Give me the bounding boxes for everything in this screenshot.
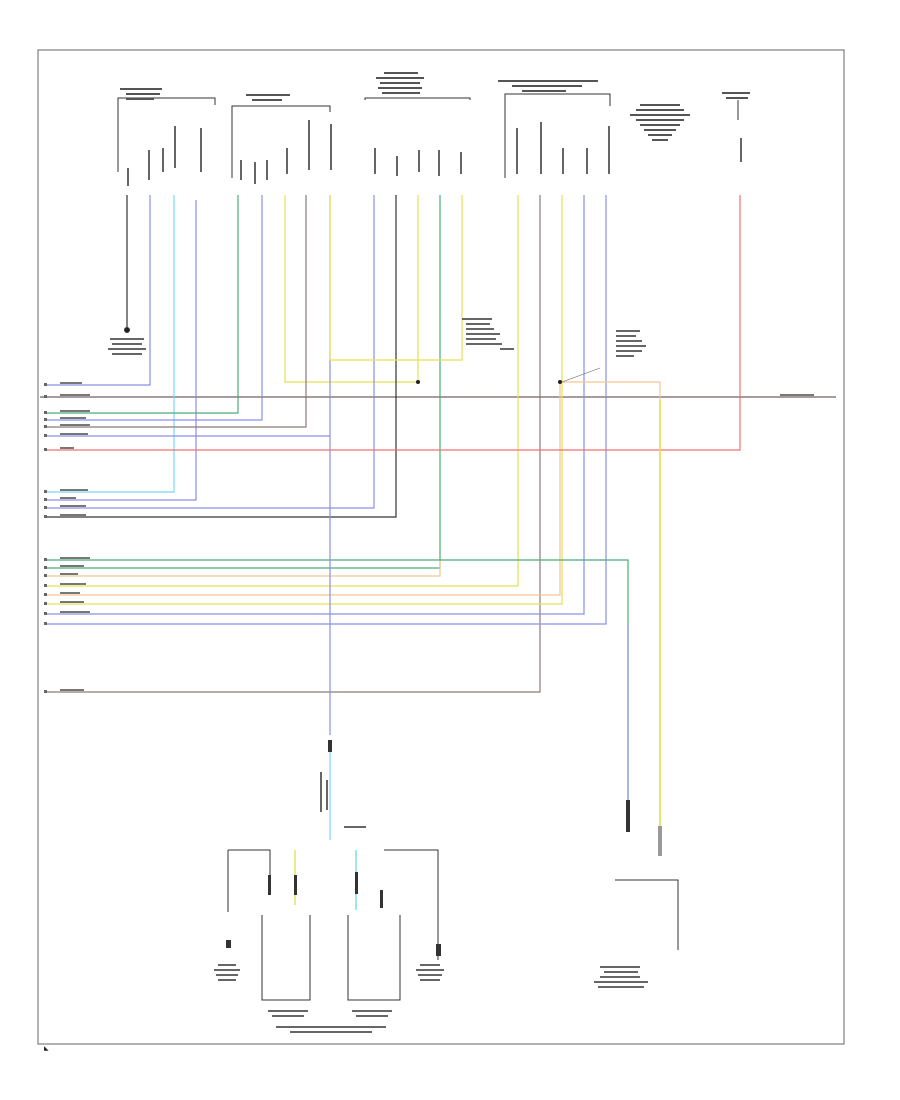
wire-traces [40, 195, 836, 840]
wire-yellow-1 [284, 195, 420, 383]
wire-blue-6 [44, 195, 585, 615]
wire-yellow-5 [44, 195, 563, 605]
wire-orange-2 [44, 381, 661, 830]
top-component-brackets [117, 93, 739, 178]
connector-pin-icon [226, 740, 441, 956]
bottom-text-marks [214, 772, 648, 1033]
wire-green-1 [44, 195, 239, 414]
diagram-frame [37, 49, 845, 1045]
left-terminal-ticks [44, 383, 47, 693]
wire-blue-3 [44, 195, 263, 421]
wire-orange-1 [44, 560, 441, 577]
wire-black-1 [44, 195, 397, 518]
wire-blue-4 [44, 195, 331, 437]
wire-blue-7 [44, 195, 607, 625]
bottom-right-sensor [615, 800, 679, 950]
callout-leader [561, 367, 601, 383]
wire-red-1 [44, 195, 741, 451]
splice-callout-marks [462, 318, 646, 357]
diagram-code: ◣ [44, 1045, 49, 1052]
wire-code-marks [60, 382, 814, 691]
splice-dot-icon [416, 380, 562, 384]
left-ground-label-marks [108, 338, 146, 355]
wire-gray-2 [44, 195, 307, 428]
wire-gray-3 [44, 195, 541, 693]
wire-blue-5 [44, 195, 375, 509]
wire-cyan-1 [44, 195, 175, 493]
bottom-left-sensor-group [227, 849, 439, 1001]
pin-label-marks [127, 120, 742, 186]
header-text-marks [120, 72, 750, 141]
ground-symbol-icon [124, 327, 130, 333]
wire-blue-2 [44, 200, 197, 501]
wire-yellow-4 [44, 195, 519, 587]
wire-blue-1 [44, 195, 151, 386]
wire-yellow-3 [329, 195, 463, 361]
